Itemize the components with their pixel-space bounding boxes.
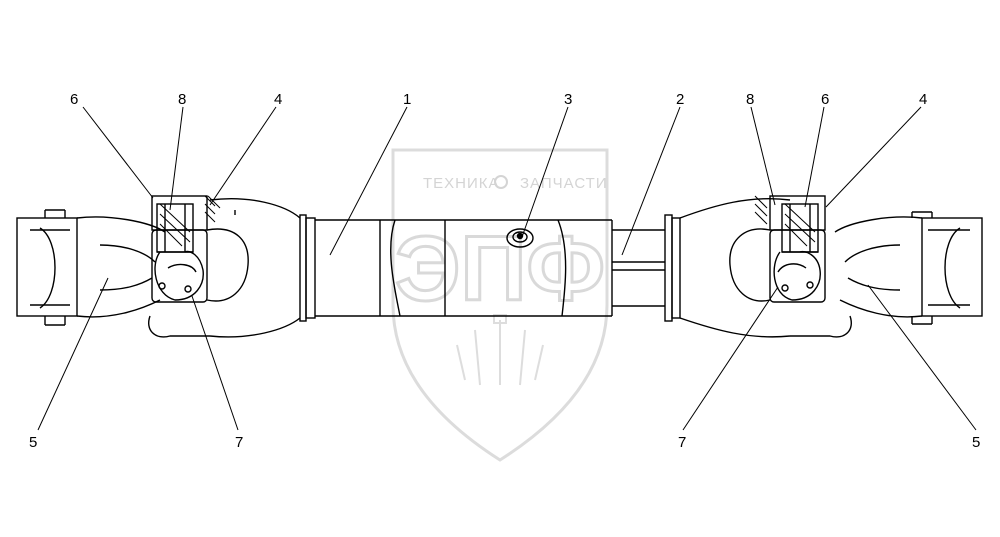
watermark-brand-right: ЗАПЧАСТИ	[520, 175, 608, 192]
callout-left-6: 6	[70, 91, 78, 108]
watermark-logo-letters: ЭПФ	[395, 218, 605, 320]
inner-shaft	[612, 229, 665, 307]
callout-right-5: 5	[972, 434, 980, 451]
callout-left-7: 7	[235, 434, 243, 451]
leader-lines	[37, 106, 977, 431]
callout-left-4: 4	[274, 91, 282, 108]
watermark-shield	[391, 148, 609, 462]
tube-outer	[315, 219, 613, 317]
left-seal-hatching	[159, 195, 221, 247]
right-collar	[664, 214, 681, 322]
callout-center-2: 2	[676, 91, 684, 108]
shaft-drawing	[16, 195, 983, 338]
callout-right-4: 4	[919, 91, 927, 108]
callout-right-6: 6	[821, 91, 829, 108]
callout-left-5: 5	[29, 434, 37, 451]
left-yoke-assembly	[16, 195, 301, 338]
watermark-gear-icon	[494, 175, 508, 189]
callout-left-8: 8	[178, 91, 186, 108]
watermark: ТЕХНИКА ЗАПЧАСТИ ЭПФ	[391, 148, 609, 462]
watermark-wheat-icon	[456, 314, 544, 386]
callout-center-3: 3	[564, 91, 572, 108]
callout-labels: 6 8 4 1 3 2 8 6 4 5 7 7 5	[29, 91, 980, 451]
right-yoke-assembly	[679, 195, 983, 338]
watermark-brand-left: ТЕХНИКА	[423, 175, 500, 192]
grease-nipple	[506, 228, 534, 248]
callout-center-1: 1	[403, 91, 411, 108]
callout-right-7: 7	[678, 434, 686, 451]
right-seal-hatching	[754, 195, 816, 247]
callout-right-8: 8	[746, 91, 754, 108]
left-collar	[299, 214, 316, 322]
